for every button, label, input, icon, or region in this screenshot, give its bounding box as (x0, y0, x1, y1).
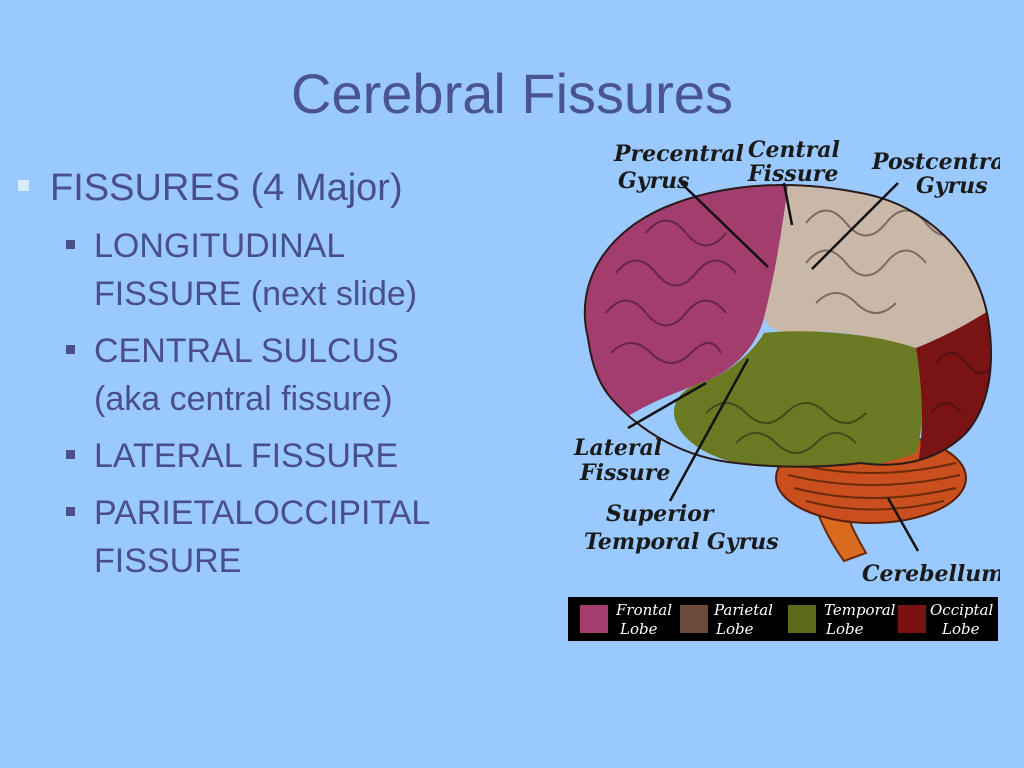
bullet-list: FISSURES (4 Major) LONGITUDINAL FISSURE … (14, 160, 534, 594)
label-central-1: Central (748, 137, 840, 163)
legend-frontal-2: Lobe (619, 620, 658, 638)
sub-bullet-line: PARIETALOCCIPITAL (94, 494, 431, 532)
legend-parietal-1: Parietal (713, 601, 773, 619)
sub-bullet-line: LONGITUDINAL (94, 227, 346, 265)
legend-item-temporal: Temporal Lobe (788, 601, 896, 638)
legend-item-parietal: Parietal Lobe (680, 601, 773, 638)
square-bullet-icon (18, 180, 29, 191)
sub-bullet-list: LONGITUDINAL FISSURE (next slide) CENTRA… (64, 222, 534, 585)
sub-bullet-line: (aka central fissure) (94, 380, 393, 418)
label-superior-1: Superior (606, 501, 715, 527)
gyri-texture (605, 209, 992, 454)
legend-temporal-2: Lobe (825, 620, 864, 638)
label-central-2: Fissure (747, 161, 838, 187)
slide-title: Cerebral Fissures (291, 62, 733, 125)
label-postcentral-1: Postcentral (871, 149, 1000, 175)
label-lateral-1: Lateral (573, 435, 662, 461)
pointer-lines (627, 182, 920, 552)
square-bullet-icon (66, 450, 75, 459)
square-bullet-icon (66, 507, 75, 516)
legend-item-occipital: Occiptal Lobe (898, 601, 993, 638)
brain-illustration: Precentral Gyrus Central Fissure Postcen… (568, 137, 1000, 641)
label-superior-2: Temporal Gyrus (584, 529, 779, 555)
sub-bullet-line: FISSURE (94, 542, 242, 580)
legend-frontal-1: Frontal (615, 601, 672, 619)
square-bullet-icon (66, 240, 75, 249)
sub-bullet-line: CENTRAL SULCUS (94, 332, 399, 370)
cerebellum-folds (787, 462, 961, 511)
legend-swatch-frontal (580, 605, 608, 633)
bullet-fissures: FISSURES (4 Major) (14, 160, 534, 216)
square-bullet-icon (66, 345, 75, 354)
sub-bullet-lateral: LATERAL FISSURE (64, 432, 534, 480)
sub-bullet-line: LATERAL FISSURE (94, 437, 399, 475)
sub-bullet-central-sulcus: CENTRAL SULCUS (aka central fissure) (64, 327, 534, 423)
temporal-lobe (674, 331, 922, 467)
legend-swatch-temporal (788, 605, 816, 633)
legend-swatch-occipital (898, 605, 926, 633)
legend-temporal-1: Temporal (824, 601, 896, 619)
legend-occipital-2: Lobe (941, 620, 980, 638)
label-precentral-2: Gyrus (618, 168, 690, 194)
sub-bullet-line: FISSURE (next slide) (94, 275, 418, 313)
legend-bar (568, 597, 998, 641)
sub-bullet-parietaloccipital: PARIETALOCCIPITAL FISSURE (64, 489, 534, 585)
legend-item-frontal: Frontal Lobe (580, 601, 672, 638)
bullet-text: FISSURES (4 Major) (50, 167, 403, 209)
label-cerebellum: Cerebellum (862, 561, 1000, 587)
label-postcentral-2: Gyrus (916, 173, 988, 199)
brain-outline (583, 183, 993, 468)
legend-swatch-parietal (680, 605, 708, 633)
sub-bullet-longitudinal: LONGITUDINAL FISSURE (next slide) (64, 222, 534, 318)
legend-occipital-1: Occiptal (930, 601, 993, 619)
legend-parietal-2: Lobe (715, 620, 754, 638)
label-precentral-1: Precentral (613, 141, 744, 167)
label-lateral-2: Fissure (579, 460, 670, 486)
brain-figure: Precentral Gyrus Central Fissure Postcen… (566, 133, 1000, 643)
